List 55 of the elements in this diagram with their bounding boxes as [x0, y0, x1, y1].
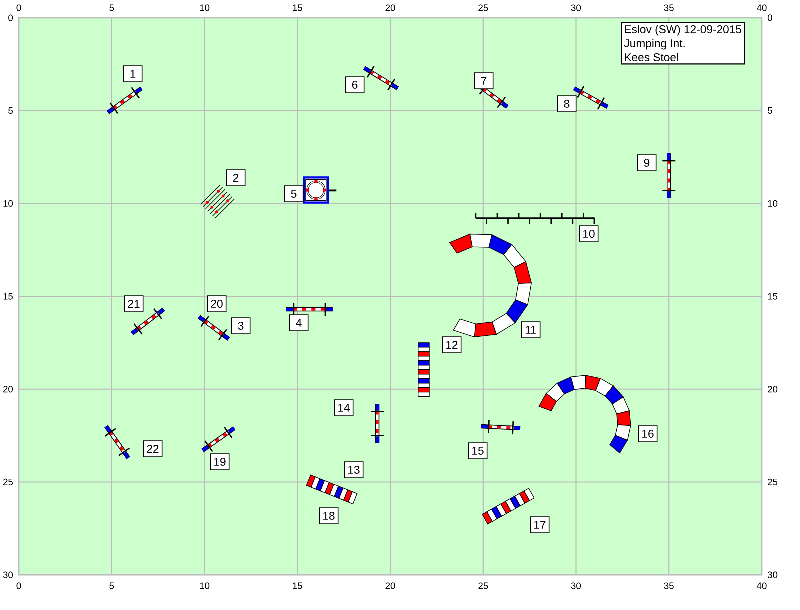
obstacle-number: 9: [637, 154, 657, 172]
axis-tick-label: 20: [3, 386, 14, 393]
axis-tick-label: 40: [757, 582, 767, 590]
axis-tick-label: 35: [664, 582, 674, 590]
obstacle-number: 5: [284, 186, 304, 202]
axis-tick-label: 40: [757, 4, 767, 12]
axis-tick-label: 10: [200, 4, 210, 12]
axis-tick-label: 0: [8, 14, 14, 22]
obstacle-number: 7: [474, 72, 494, 90]
obstacle-number: 17: [530, 516, 550, 534]
axis-tick-label: 20: [386, 4, 396, 12]
axis-tick-label: 15: [4, 293, 13, 300]
axis-tick-label: 30: [571, 582, 582, 590]
obstacle-number: 15: [468, 442, 488, 460]
obstacle-number: 1: [123, 66, 143, 82]
obstacle-number: 22: [143, 440, 163, 458]
axis-tick-label: 30: [3, 572, 14, 578]
obstacle-number: 14: [334, 400, 354, 416]
obstacle-number: 19: [210, 454, 230, 470]
obstacle-number: 4: [289, 314, 309, 332]
obstacle-number: 3: [231, 318, 251, 334]
axis-tick-label: 0: [16, 582, 22, 590]
axis-tick-label: 10: [4, 200, 14, 207]
obstacle-number: 2: [226, 170, 246, 186]
axis-tick-label: 0: [768, 14, 772, 22]
axis-tick-label: 10: [200, 582, 210, 590]
axis-tick-label: 25: [478, 4, 488, 12]
axis-tick-label: 15: [768, 293, 778, 300]
axis-tick-label: 0: [16, 4, 22, 12]
axis-tick-label: 25: [478, 582, 488, 590]
axis-tick-label: 5: [768, 108, 772, 114]
info-box: Eslov (SW) 12-09-2015 Jumping Int. Kees Stoel: [621, 22, 746, 65]
obstacle-number: 21: [124, 296, 144, 312]
axis-tick-label: 20: [386, 582, 396, 590]
axis-tick-label: 25: [768, 478, 778, 486]
axis-tick-label: 5: [110, 582, 114, 590]
axis-tick-label: 30: [571, 4, 582, 12]
obstacle-number: 10: [579, 226, 599, 242]
axis-tick-label: 5: [110, 4, 114, 12]
axis-tick-label: 30: [768, 572, 778, 578]
axis-tick-label: 20: [768, 386, 778, 393]
obstacle-number: 13: [344, 462, 364, 478]
obstacle-number: 16: [638, 426, 658, 442]
obstacle-number: 11: [521, 322, 541, 338]
axis-tick-label: 15: [293, 4, 302, 12]
obstacle-number: 8: [557, 96, 577, 112]
axis-tick-label: 15: [293, 582, 302, 590]
axis-tick-label: 35: [664, 4, 674, 12]
obstacle-number: 12: [442, 336, 462, 354]
axis-tick-label: 25: [3, 478, 13, 486]
axis-tick-label: 10: [768, 200, 778, 207]
obstacle-number: 6: [345, 76, 365, 94]
axis-tick-label: 5: [8, 108, 13, 114]
obstacle-number: 18: [319, 508, 339, 524]
obstacle-number: 20: [207, 296, 227, 312]
